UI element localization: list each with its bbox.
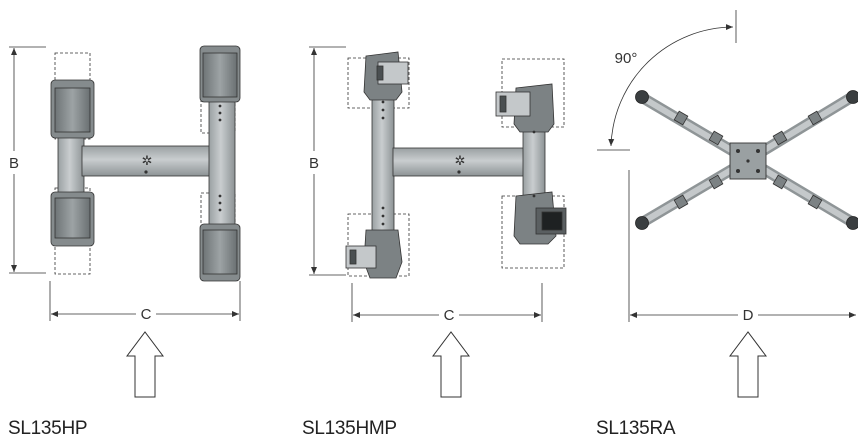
dimension-c: C [49,281,241,323]
angle-label: 90° [615,50,638,67]
foot-pads [635,90,858,230]
caption-sl135ra: SL135RA [596,418,676,439]
dimension-d-label: D [743,307,754,324]
adjustment-holes [381,100,536,226]
figure-sl135hmp: ✲ B C [309,46,567,398]
dimension-d: D [628,170,856,324]
dimension-c-label: C [444,307,455,324]
dimension-b-label: B [9,155,19,172]
dimension-c: C [351,283,543,324]
dimension-c-label: C [141,306,152,323]
right-column [208,87,236,237]
dimension-b: B [9,46,46,274]
adjustment-holes [144,104,222,212]
figure-sl135hp: ✲ B C [9,45,241,398]
logo-icon: ✲ [455,153,466,168]
dimension-b-label: B [309,155,319,172]
arm-joints [673,110,823,210]
dimension-b: B [309,46,346,276]
center-bolts [736,149,760,173]
caption-sl135hmp: SL135HMP [302,418,397,439]
logo-icon: ✲ [142,153,153,168]
figure-sl135ra: 90° [597,10,858,398]
caption-sl135hp: SL135HP [8,418,88,439]
wheel-pads [50,45,241,282]
left-column [371,91,395,251]
arm-housings [345,51,567,279]
entry-direction-arrow-icon [126,331,164,398]
entry-direction-arrow-icon [729,331,767,398]
entry-direction-arrow-icon [432,331,470,398]
angle-indicator: 90° [597,10,737,151]
